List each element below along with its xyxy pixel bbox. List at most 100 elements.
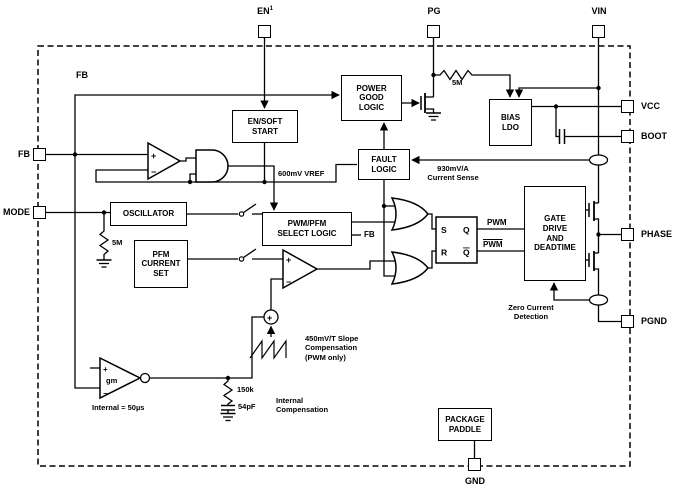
and-gate [195, 149, 229, 183]
block-oscillator: OSCILLATOR [110, 202, 187, 226]
block-en-soft-start: EN/SOFT START [232, 110, 298, 143]
wire-and-out-to-select [228, 165, 279, 211]
gm-plus-sign: + [103, 365, 108, 374]
pin-en-footnote: 1 [269, 6, 273, 12]
block-pfm-current-set: PFM CURRENT SET [134, 240, 188, 288]
comp1-plus-sign: + [151, 151, 156, 161]
gm-error-amplifier [99, 356, 142, 400]
pin-phase [621, 228, 634, 241]
sr-latch [435, 216, 478, 264]
pin-gnd-label: GND [465, 476, 485, 486]
latch-q-label: Q [463, 225, 470, 235]
wire-fb-trunk-to-power-good [74, 90, 340, 389]
pin-fb [33, 148, 46, 161]
pin-mode-label: MODE [3, 207, 30, 217]
wire-boot-left [555, 106, 559, 138]
pin-vin-label: VIN [591, 6, 607, 16]
ground-symbol-mode-resistor [96, 259, 112, 268]
ground-symbol-pg-fet [426, 112, 441, 121]
wire-hs-source [594, 218, 600, 253]
latch-r-label: R [441, 248, 447, 258]
summing-plus-sign: + [267, 313, 272, 323]
pwm-bar-text: PWM [483, 240, 503, 249]
chip-dashed-border [37, 45, 631, 467]
wire-gm-out-to-sum [149, 316, 264, 379]
wire-vin-to-bias-ldo [514, 87, 599, 98]
block-fault-logic: FAULT LOGIC [358, 149, 410, 180]
wire-comp1-to-and [180, 157, 196, 162]
gm-output-current-source [139, 372, 151, 384]
comparator-1 [147, 141, 182, 181]
block-pwm-pfm-select-logic: PWM/PFM SELECT LOGIC [262, 212, 352, 246]
pin-pgnd [621, 315, 634, 328]
slope-compensation-label: 450mV/T Slope Compensation (PWM only) [305, 334, 359, 362]
internal-compensation-label: Internal Compensation [276, 396, 329, 415]
zero-current-sense-ellipse [588, 294, 609, 306]
switch2-pivot [238, 256, 245, 262]
comp-resistor-label: 150k [237, 385, 254, 394]
pg-pulldown-mosfet [420, 93, 435, 113]
pin-boot-label: BOOT [641, 131, 667, 141]
select-fb-input-label: FB [364, 230, 375, 239]
pin-vin [592, 25, 605, 38]
or-gate-2 [390, 251, 429, 285]
switch1-pivot [238, 211, 245, 217]
pin-en [258, 25, 271, 38]
pwm-bar-label: PWM [483, 240, 503, 250]
mode-resistor-label: 5M [112, 238, 123, 247]
wire-and-input2 [189, 173, 196, 182]
block-gate-drive-deadtime: GATE DRIVE AND DEADTIME [524, 186, 586, 281]
wire-or1-to-s [428, 213, 436, 230]
pwm-label: PWM [487, 218, 507, 227]
pullup-resistor-label: 5M [452, 78, 463, 87]
comp1-minus-sign: − [151, 167, 156, 177]
gm-minus-sign: − [103, 389, 108, 398]
switch2-blade [243, 248, 257, 259]
pin-gnd [468, 458, 481, 471]
pin-vcc [621, 100, 634, 113]
pin-en-text: EN [257, 6, 270, 16]
block-power-good-logic: POWER GOOD LOGIC [341, 75, 402, 121]
sawtooth-waveform [249, 339, 287, 360]
pin-phase-label: PHASE [641, 229, 673, 239]
pin-en-label: EN1 [240, 6, 290, 16]
wire-comp-resistor-150k [222, 378, 234, 406]
comp-capacitor-label: 54pF [238, 402, 256, 411]
switch1-blade [243, 203, 257, 214]
vref-label: 600mV VREF [278, 169, 325, 178]
current-sense-ellipse [588, 154, 609, 166]
pin-pg-label: PG [427, 6, 441, 16]
wire-or2-to-r [428, 250, 436, 269]
pin-boot [621, 130, 634, 143]
internal-50us-label: Internal = 50µs [92, 403, 145, 412]
summing-junction [263, 309, 279, 325]
chip-label: FB [76, 70, 88, 80]
wire-fault-vertical [383, 180, 398, 277]
comp2-plus-sign: + [286, 255, 291, 265]
pin-fb-label: FB [18, 149, 30, 159]
junction-dots [72, 72, 601, 381]
high-side-mosfet [588, 201, 595, 221]
comparator-2-pwm [282, 248, 319, 290]
wire-ls-source [594, 268, 600, 295]
gm-label: gm [106, 376, 118, 385]
block-package-paddle: PACKAGE PADDLE [438, 408, 492, 441]
comp2-minus-sign: − [286, 277, 291, 287]
wire-pgnd [597, 305, 621, 323]
pin-pgnd-label: PGND [641, 316, 668, 326]
or-gate-1 [390, 197, 429, 231]
current-sense-label: 930mV/A Current Sense [427, 164, 479, 183]
pin-vcc-label: VCC [641, 101, 661, 111]
wire-zero-current [549, 282, 590, 301]
wire-pg-pullup-resistor-5m [433, 69, 515, 98]
block-bias-ldo: BIAS LDO [489, 99, 532, 146]
latch-qbar-label: Q [463, 248, 470, 258]
wire-mode-pulldown-5m [98, 212, 110, 260]
svg-labels: S Q R Q + − + − + gm − + [103, 151, 470, 398]
wire-comp2-to-or2 [317, 260, 398, 270]
symbols [72, 72, 609, 422]
pin-pg [427, 25, 440, 38]
latch-s-label: S [441, 225, 447, 235]
compensation-capacitor-54pf [221, 404, 235, 411]
